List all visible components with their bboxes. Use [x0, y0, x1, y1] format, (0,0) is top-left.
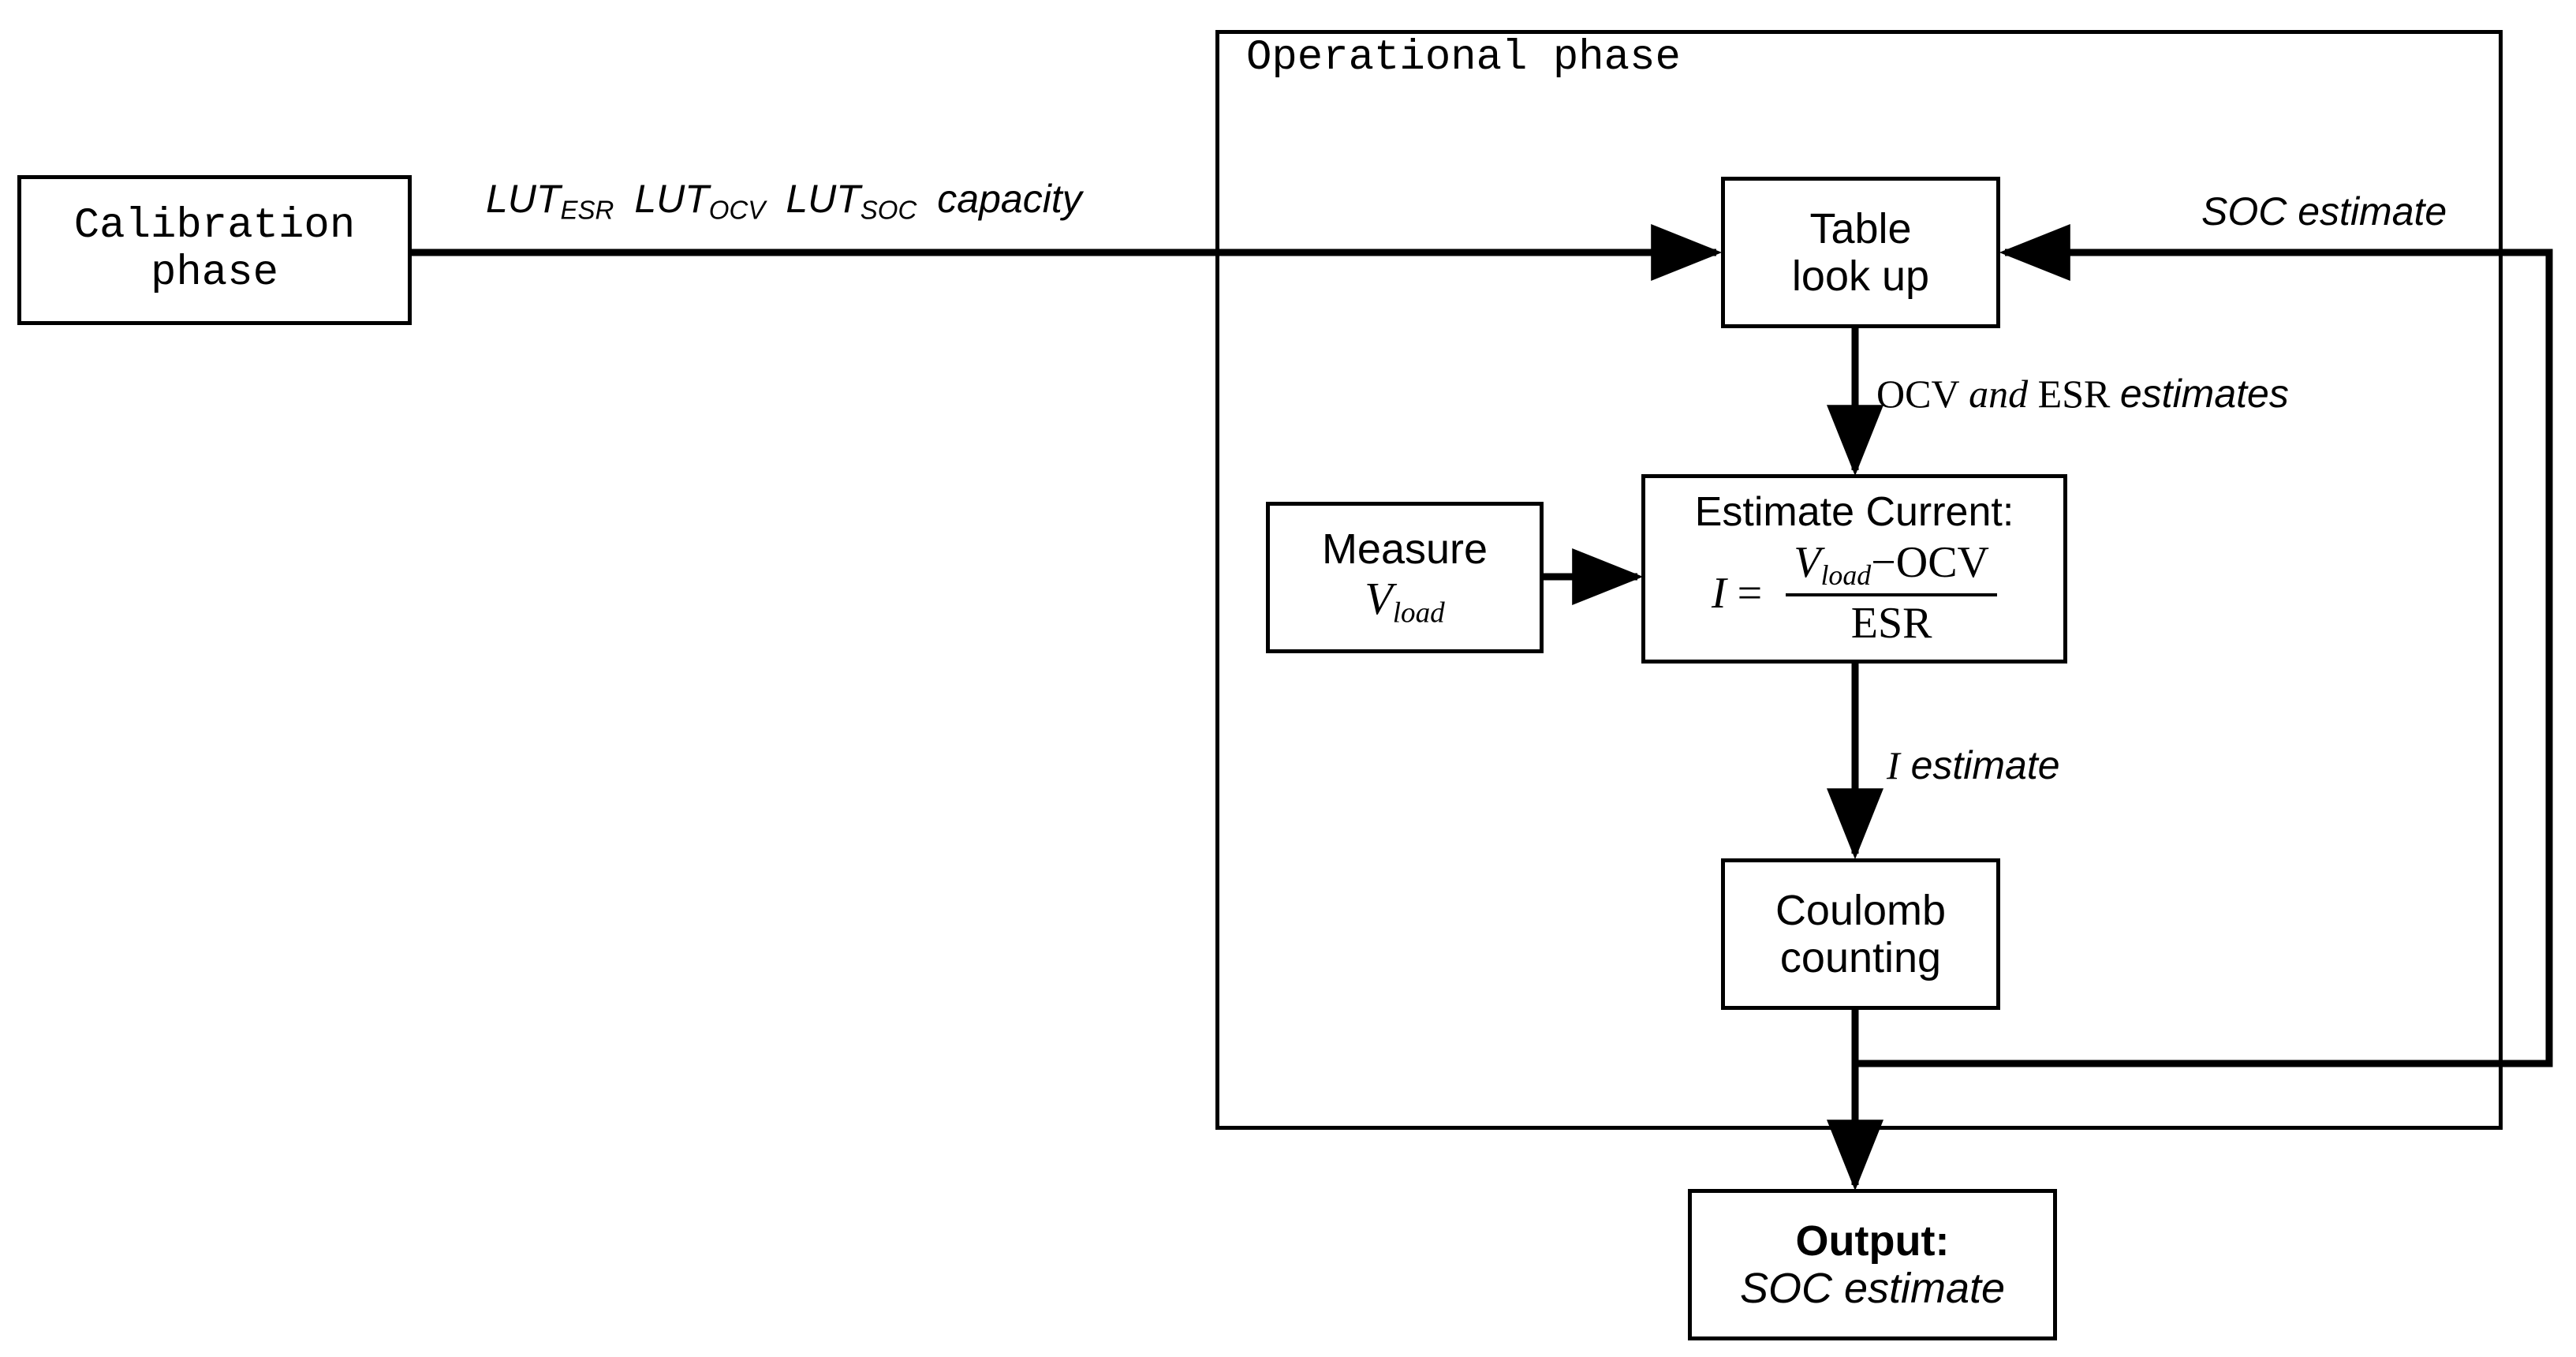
estimates-text: estimates	[2119, 372, 2289, 416]
operational-phase-title: Operational phase	[1246, 34, 1681, 82]
coulomb-line1: Coulomb	[1775, 886, 1947, 934]
output-value: SOC estimate	[1739, 1265, 2006, 1312]
esr-text: ESR	[2037, 372, 2111, 416]
capacity-label: capacity	[937, 177, 1082, 221]
formula-lhs: I	[1712, 568, 1727, 618]
formula-numerator: Vload−OCV	[1786, 538, 1997, 597]
lut-ocv-label: LUTOCV	[634, 177, 766, 225]
formula-equals: =	[1737, 568, 1763, 618]
estimate-current-heading: Estimate Current:	[1694, 489, 2014, 535]
measure-vload-box[interactable]: Measure Vload	[1266, 502, 1544, 653]
formula-fraction: Vload−OCV ESR	[1786, 538, 1997, 649]
calibration-phase-line2: phase	[150, 249, 279, 297]
soc-estimate-feedback-label: SOC estimate	[2201, 189, 2447, 234]
coulomb-counting-box[interactable]: Coulomb counting	[1721, 858, 2000, 1010]
estimate-current-box[interactable]: Estimate Current: I = Vload−OCV ESR	[1641, 474, 2067, 664]
lut-esr-label: LUTESR	[486, 177, 614, 225]
lut-capacity-edge-label: LUTESR LUTOCV LUTSOC capacity	[486, 178, 1082, 224]
lut-soc-label: LUTSOC	[786, 177, 917, 225]
table-lookup-box[interactable]: Table look up	[1721, 177, 2000, 328]
measure-label: Measure	[1321, 525, 1488, 574]
calibration-phase-line1: Calibration	[73, 201, 356, 250]
table-lookup-line1: Table	[1809, 204, 1912, 252]
ocv-text: OCV	[1876, 372, 1959, 416]
and-text: and	[1969, 372, 2029, 416]
calibration-phase-box[interactable]: Calibration phase	[17, 175, 412, 325]
formula-denominator: ESR	[1850, 599, 1932, 649]
i-symbol: I	[1887, 743, 1900, 787]
output-heading: Output:	[1795, 1217, 1950, 1265]
estimate-word: estimate	[1910, 743, 2060, 787]
ocv-esr-estimates-label: OCV and ESR estimates	[1876, 373, 2289, 415]
current-formula: I = Vload−OCV ESR	[1712, 538, 1997, 649]
i-estimate-edge-label: I estimate	[1887, 745, 2060, 787]
vload-symbol: Vload	[1365, 572, 1445, 630]
table-lookup-line2: look up	[1791, 252, 1930, 300]
output-box[interactable]: Output: SOC estimate	[1688, 1189, 2057, 1340]
coulomb-line2: counting	[1779, 934, 1942, 981]
